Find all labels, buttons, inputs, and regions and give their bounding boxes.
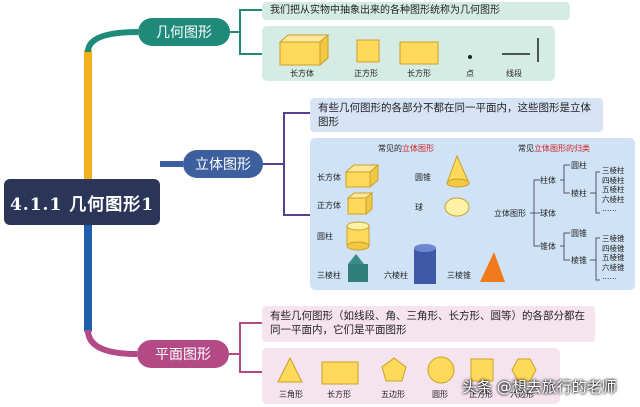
label-plane-rectangle: 长方形 [327,390,351,399]
connector-geometry [85,29,139,53]
geometry-desc-box [262,2,570,20]
pentagon-icon [381,357,407,382]
plane-rectangle-icon [321,361,359,385]
hexagon-icon [511,358,537,382]
label-triangular-pyramid: 三棱锥 [447,271,471,280]
cube-icon [346,191,374,216]
triangular-prism-icon [348,254,368,282]
bracket-geometry [230,9,262,55]
plane-desc-box [262,306,595,342]
label-plane-square: 正方形 [469,390,493,399]
cone-icon [446,154,470,188]
point-icon [468,55,472,59]
prism-item: …… [602,204,617,213]
connector-plane [85,329,138,357]
tree-prism: 棱柱 [571,189,587,198]
label-point: 点 [466,69,474,78]
tree-pillar: 柱体 [540,176,556,185]
sphere-icon [444,197,470,217]
label-hexagonal-prism: 六棱柱 [384,271,408,280]
prism-list: 三棱柱 四棱柱 五棱柱 六棱柱 …… [602,166,625,214]
geometry-description: 我们把从实物中抽象出来的各种图形统称为几何图形 [270,5,500,16]
segment-icon [502,38,539,62]
bracket-solid [263,112,310,216]
bracket-plane [229,322,262,373]
label-cube: 正方体 [317,201,341,210]
triangular-pyramid-icon [480,252,505,282]
cuboid-icon [278,33,330,67]
common-solids-title: 常见的立体图形 [378,143,434,154]
common-solids-prefix: 常见的 [378,144,402,153]
pyramid-item: …… [602,272,617,281]
plane-description: 有些几何图形（如线段、角、三角形、长方形、圆等）的各部分都在同一平面内，它们是平… [270,310,585,336]
circle-icon [427,356,455,384]
tree-sphere: 球体 [540,209,556,218]
label-cone: 圆锥 [415,173,431,182]
pyramid-item: 三棱锥 [602,234,625,243]
branch-geometry: 几何图形 [138,18,230,46]
branch-solid: 立体图形 [183,150,263,178]
tree-cylinder: 圆柱 [571,161,587,170]
prism-item: 五棱柱 [602,185,625,194]
classification-highlight: 立体图形的归类 [534,144,590,153]
pyramid-item: 五棱锥 [602,253,625,262]
watermark: 头条 @想去旅行的老师 [462,378,617,396]
label-circle: 圆形 [432,390,448,399]
common-solids-highlight: 立体图形 [402,144,434,153]
root-topic: 4.1.1 几何图形1 [4,179,160,225]
label-segment: 线段 [506,69,522,78]
solid-desc-box [310,98,603,132]
tree-root: 立体图形 [494,209,526,218]
label-hexagon: 六边形 [510,390,534,399]
label-solid-cuboid: 长方体 [317,173,341,182]
label-rectangle: 长方形 [407,69,431,78]
square-icon [356,39,380,63]
rectangle-icon [399,41,439,65]
prism-item: 三棱柱 [602,166,625,175]
classification-title: 常见立体图形的归类 [518,143,590,154]
label-cylinder: 圆柱 [317,232,333,241]
cuboid-solid-icon [344,163,380,189]
hexagonal-prism-icon [414,244,436,284]
pyramid-item: 四棱锥 [602,243,625,253]
solid-description: 有些几何图形的各部分不都在同一平面内，这些图形是立体图形 [318,102,591,128]
label-square: 正方形 [354,69,378,78]
label-triangular-prism: 三棱柱 [317,271,341,280]
label-sphere: 球 [415,203,423,212]
tree-round-cone: 圆锥 [571,229,587,238]
pyramid-item: 六棱锥 [602,262,625,272]
solid-content-box [310,138,635,290]
label-cuboid: 长方体 [290,69,314,78]
tree-pyramid: 棱锥 [571,256,587,265]
triangle-icon [277,356,303,383]
classification-prefix: 常见 [518,144,534,153]
tree-cone: 锥体 [540,242,556,251]
label-triangle: 三角形 [279,390,303,399]
cylinder-icon [346,221,370,251]
classification-tree-lines [530,164,600,281]
pyramid-list: 三棱锥 四棱锥 五棱锥 六棱锥 …… [602,234,625,282]
label-pentagon: 五边形 [381,390,405,399]
prism-item: 六棱柱 [602,194,625,204]
branch-plane: 平面图形 [137,340,229,368]
prism-item: 四棱柱 [602,175,625,185]
plane-square-icon [470,358,494,382]
